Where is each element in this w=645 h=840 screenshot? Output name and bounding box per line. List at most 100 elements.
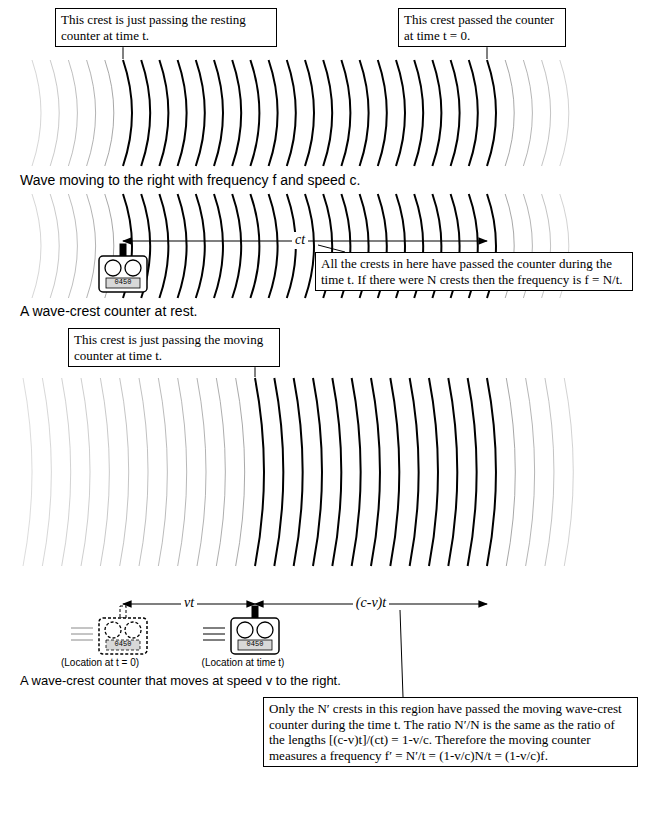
wave-crest: [414, 60, 423, 166]
wave-crest: [216, 378, 225, 566]
callout-text: Only the N′ crests in this region have p…: [269, 701, 632, 763]
wave-crest: [158, 378, 167, 566]
counter-caption: A wave-crest counter that moves at speed…: [20, 673, 341, 689]
leader-line: [255, 367, 256, 377]
wave-crest: [323, 60, 332, 166]
wave-crest: [120, 378, 129, 566]
wave-crest: [23, 378, 32, 566]
counter-caption: A wave-crest counter at rest.: [20, 303, 197, 320]
counter-icon: [99, 606, 147, 654]
dimension-label: (c-v)t: [353, 595, 389, 612]
wave-crest: [250, 60, 259, 166]
wave-crest: [360, 60, 369, 166]
wave-crest: [81, 378, 90, 566]
wave-crest: [506, 378, 515, 566]
wave-crest: [159, 194, 168, 298]
counter-display: 0450: [115, 640, 132, 648]
callout-box: Only the N′ crests in this region have p…: [263, 697, 638, 767]
wave-caption: Wave moving to the right with frequency …: [20, 172, 360, 189]
wave-crest: [332, 378, 341, 566]
location-note: (Location at t = 0): [61, 657, 139, 669]
wave-crest: [560, 60, 569, 166]
wave-crest: [352, 378, 361, 566]
wave-crest: [429, 378, 438, 566]
wave-crest: [196, 60, 205, 166]
wave-crest: [487, 60, 496, 166]
callout-text: This crest passed the counter at time t …: [404, 12, 560, 43]
wave-crest: [564, 378, 573, 566]
counter-display: 0450: [115, 278, 132, 286]
wave-crest: [287, 60, 296, 166]
wave-crest: [451, 60, 460, 166]
motion-lines: [71, 634, 93, 635]
callout-box: All the crests in here have passed the c…: [315, 252, 633, 291]
wave-crest: [250, 194, 259, 298]
location-note: (Location at time t): [202, 657, 285, 669]
wave-crest: [68, 194, 77, 298]
wave-crest: [87, 194, 96, 298]
dimension-label: ct: [292, 232, 308, 249]
wave-crest: [269, 60, 278, 166]
wave-crest: [410, 378, 419, 566]
wave-crest: [141, 60, 150, 166]
wave-crest: [87, 60, 96, 166]
wave-crest: [196, 194, 205, 298]
wave-crest: [432, 60, 441, 166]
wave-crest: [159, 60, 168, 166]
wave-crest: [526, 378, 535, 566]
motion-lines: [203, 640, 225, 641]
wave-crest: [42, 378, 51, 566]
wave-crest: [32, 60, 41, 166]
wave-crest: [305, 60, 314, 166]
counter-display: 0450: [247, 640, 264, 648]
wave-crest: [487, 378, 496, 566]
motion-lines: [203, 634, 225, 635]
motion-lines: [203, 628, 225, 629]
motion-lines: [71, 640, 93, 641]
wave-crest: [505, 60, 514, 166]
wave-crest: [396, 60, 405, 166]
wave-crest: [236, 378, 245, 566]
wave-crest: [214, 194, 223, 298]
counter-icon: [231, 606, 279, 654]
wave-crest: [371, 378, 380, 566]
callout-box: This crest is just passing the resting c…: [55, 8, 277, 47]
wave-crest: [139, 378, 148, 566]
wave-crest: [469, 60, 478, 166]
wave-crest: [232, 60, 241, 166]
wave-crest: [178, 378, 187, 566]
leader-line: [123, 47, 124, 59]
wave-crest: [294, 378, 303, 566]
wave-crest: [62, 378, 71, 566]
wave-crest: [32, 194, 41, 298]
wave-crest: [123, 60, 132, 166]
wave-crest: [100, 378, 109, 566]
wave-crest: [542, 60, 551, 166]
wave-crest: [313, 378, 322, 566]
wave-crest: [178, 60, 187, 166]
wave-crest: [545, 378, 554, 566]
leader-line: [400, 610, 403, 697]
wave-crest: [274, 378, 283, 566]
leader-line: [487, 47, 488, 59]
callout-box: This crest passed the counter at time t …: [398, 8, 566, 47]
counter-icon: [99, 244, 147, 292]
dimension-label: vt: [181, 595, 197, 612]
wave-crest: [197, 378, 206, 566]
wave-crest: [378, 60, 387, 166]
wave-crest: [255, 378, 264, 566]
wave-crest: [105, 60, 114, 166]
leader-line: [318, 245, 345, 252]
wave-crest: [68, 60, 77, 166]
wave-crest: [214, 60, 223, 166]
wave-crest: [341, 60, 350, 166]
callout-text: This crest is just passing the moving co…: [74, 332, 274, 363]
wave-crest: [50, 194, 59, 298]
wave-crest: [523, 60, 532, 166]
wave-crest: [232, 194, 241, 298]
wave-crest: [390, 378, 399, 566]
callout-box: This crest is just passing the moving co…: [68, 328, 280, 367]
wave-crest: [178, 194, 187, 298]
wave-crest: [50, 60, 59, 166]
